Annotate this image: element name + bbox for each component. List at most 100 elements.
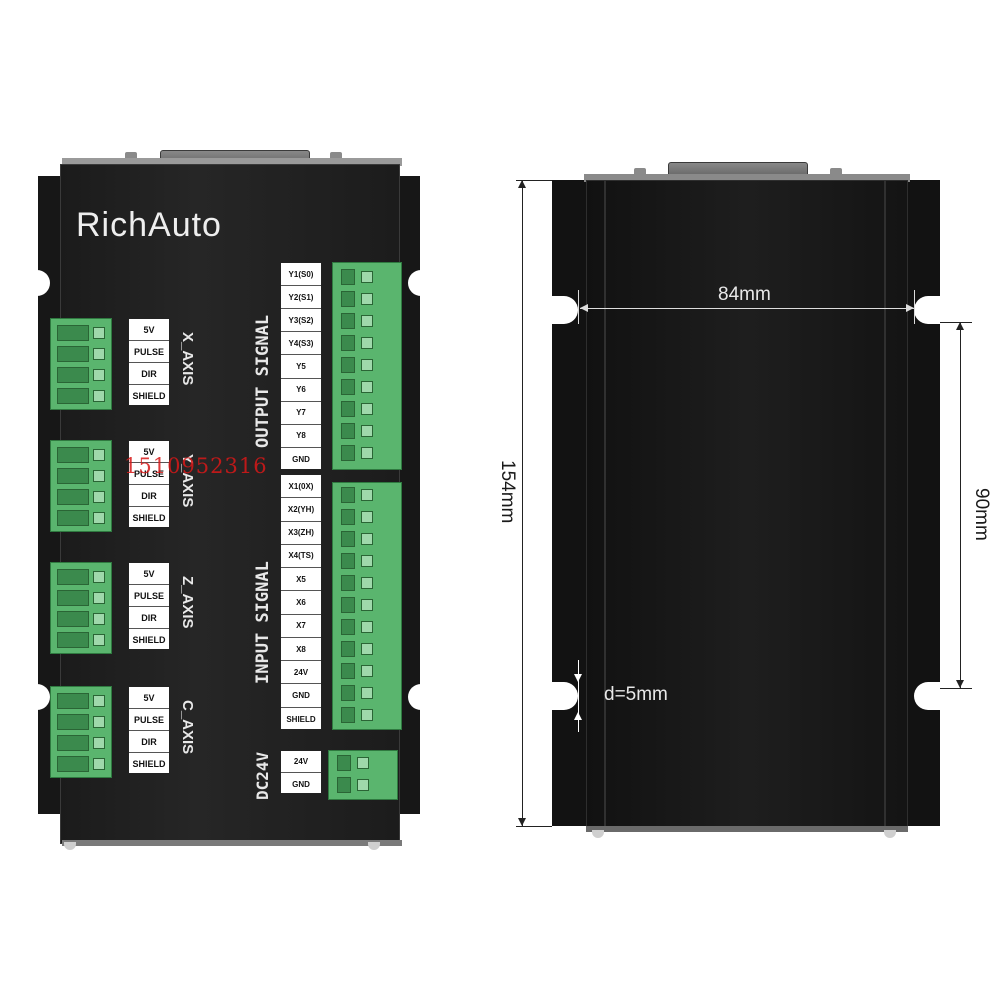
pin-label: Y4(S3): [281, 332, 321, 356]
pin-label: SHIELD: [132, 635, 166, 645]
terminal-screw-icon[interactable]: [361, 665, 373, 677]
terminal-screw-icon[interactable]: [361, 533, 373, 545]
terminal-slot: [341, 423, 355, 439]
terminal-screw-icon[interactable]: [361, 381, 373, 393]
terminal-slot: [341, 269, 355, 285]
pin-label: X7: [281, 615, 321, 638]
terminal-slot: [341, 313, 355, 329]
pin-label: PULSE: [129, 585, 169, 607]
terminal-screw-icon[interactable]: [93, 716, 105, 728]
width-dimension-text: 84mm: [718, 284, 771, 305]
pin-label: PULSE: [129, 709, 169, 731]
hole-spacing-text: 90mm: [971, 488, 992, 541]
terminal-screw-icon[interactable]: [361, 359, 373, 371]
terminal-screw-icon[interactable]: [357, 757, 369, 769]
pin-label: GND: [292, 779, 310, 789]
terminal-slot: [341, 707, 355, 723]
terminal-screw-icon[interactable]: [361, 643, 373, 655]
back-view: 84mm 154mm 90mm d=5mm: [497, 0, 1000, 860]
arrow-down-icon: [574, 674, 582, 682]
terminal-screw-icon[interactable]: [93, 695, 105, 707]
terminal-screw-icon[interactable]: [357, 779, 369, 791]
arrow-down-icon: [518, 818, 526, 826]
power-pin-labels: 24V GND: [280, 750, 322, 794]
pin-label: SHIELD: [132, 513, 166, 523]
terminal-slot: [337, 755, 351, 771]
terminal-slot: [57, 611, 89, 627]
terminal-screw-icon[interactable]: [93, 758, 105, 770]
back-enclosure: [586, 180, 908, 828]
terminal-screw-icon[interactable]: [93, 737, 105, 749]
terminal-screw-icon[interactable]: [361, 511, 373, 523]
arrow-left-icon: [580, 304, 588, 312]
axis-terminal-block: [50, 686, 112, 778]
terminal-slot: [341, 597, 355, 613]
terminal-screw-icon[interactable]: [361, 315, 373, 327]
pin-label: Y7: [281, 402, 321, 425]
pin-label: Y3(S2): [281, 309, 321, 333]
pin-label: 24V: [281, 751, 321, 773]
terminal-screw-icon[interactable]: [93, 491, 105, 503]
pin-label: 5V: [129, 441, 169, 463]
terminal-slot: [57, 447, 89, 463]
terminal-screw-icon[interactable]: [361, 271, 373, 283]
terminal-screw-icon[interactable]: [361, 293, 373, 305]
tick-line: [516, 180, 552, 181]
terminal-screw-icon[interactable]: [361, 425, 373, 437]
terminal-screw-icon[interactable]: [361, 337, 373, 349]
terminal-screw-icon[interactable]: [93, 369, 105, 381]
enclosure-bottom-lip: [62, 840, 402, 846]
front-plate-notch: [32, 270, 50, 296]
terminal-screw-icon[interactable]: [361, 555, 373, 567]
terminal-screw-icon[interactable]: [93, 571, 105, 583]
hole-diameter-text: d=5mm: [604, 684, 668, 705]
axis-label: Z_AXIS: [179, 576, 196, 629]
enclosure-groove: [884, 180, 886, 828]
terminal-screw-icon[interactable]: [361, 489, 373, 501]
front-plate-notch: [408, 684, 426, 710]
terminal-screw-icon[interactable]: [93, 348, 105, 360]
terminal-screw-icon[interactable]: [361, 447, 373, 459]
terminal-screw-icon[interactable]: [361, 687, 373, 699]
terminal-slot: [337, 777, 351, 793]
pin-label: X6: [281, 591, 321, 615]
enclosure-lip: [584, 174, 910, 182]
terminal-screw-icon[interactable]: [93, 449, 105, 461]
terminal-screw-icon[interactable]: [361, 709, 373, 721]
pin-label: Y1(S0): [281, 263, 321, 287]
terminal-slot: [341, 291, 355, 307]
terminal-slot: [341, 575, 355, 591]
terminal-slot: [57, 756, 89, 772]
terminal-screw-icon[interactable]: [93, 327, 105, 339]
front-plate-notch: [32, 684, 50, 710]
terminal-slot: [341, 357, 355, 373]
terminal-screw-icon[interactable]: [93, 613, 105, 625]
pin-label: Y6: [281, 379, 321, 402]
terminal-screw-icon[interactable]: [93, 470, 105, 482]
pin-label: 24V: [281, 661, 321, 685]
power-terminal-block: [328, 750, 398, 800]
arrow-down-icon: [956, 680, 964, 688]
pin-label: 5V: [129, 687, 169, 709]
pin-label: DIR: [129, 363, 169, 385]
terminal-screw-icon[interactable]: [93, 390, 105, 402]
terminal-screw-icon[interactable]: [93, 634, 105, 646]
tick-line: [516, 826, 552, 827]
terminal-slot: [341, 619, 355, 635]
pin-label: GND: [292, 454, 310, 464]
terminal-screw-icon[interactable]: [361, 599, 373, 611]
tick-line: [940, 688, 972, 689]
terminal-screw-icon[interactable]: [93, 512, 105, 524]
terminal-screw-icon[interactable]: [361, 403, 373, 415]
terminal-screw-icon[interactable]: [361, 621, 373, 633]
terminal-screw-icon[interactable]: [93, 592, 105, 604]
terminal-slot: [57, 468, 89, 484]
axis-label: C_AXIS: [179, 700, 196, 755]
terminal-screw-icon[interactable]: [361, 577, 373, 589]
terminal-slot: [341, 685, 355, 701]
